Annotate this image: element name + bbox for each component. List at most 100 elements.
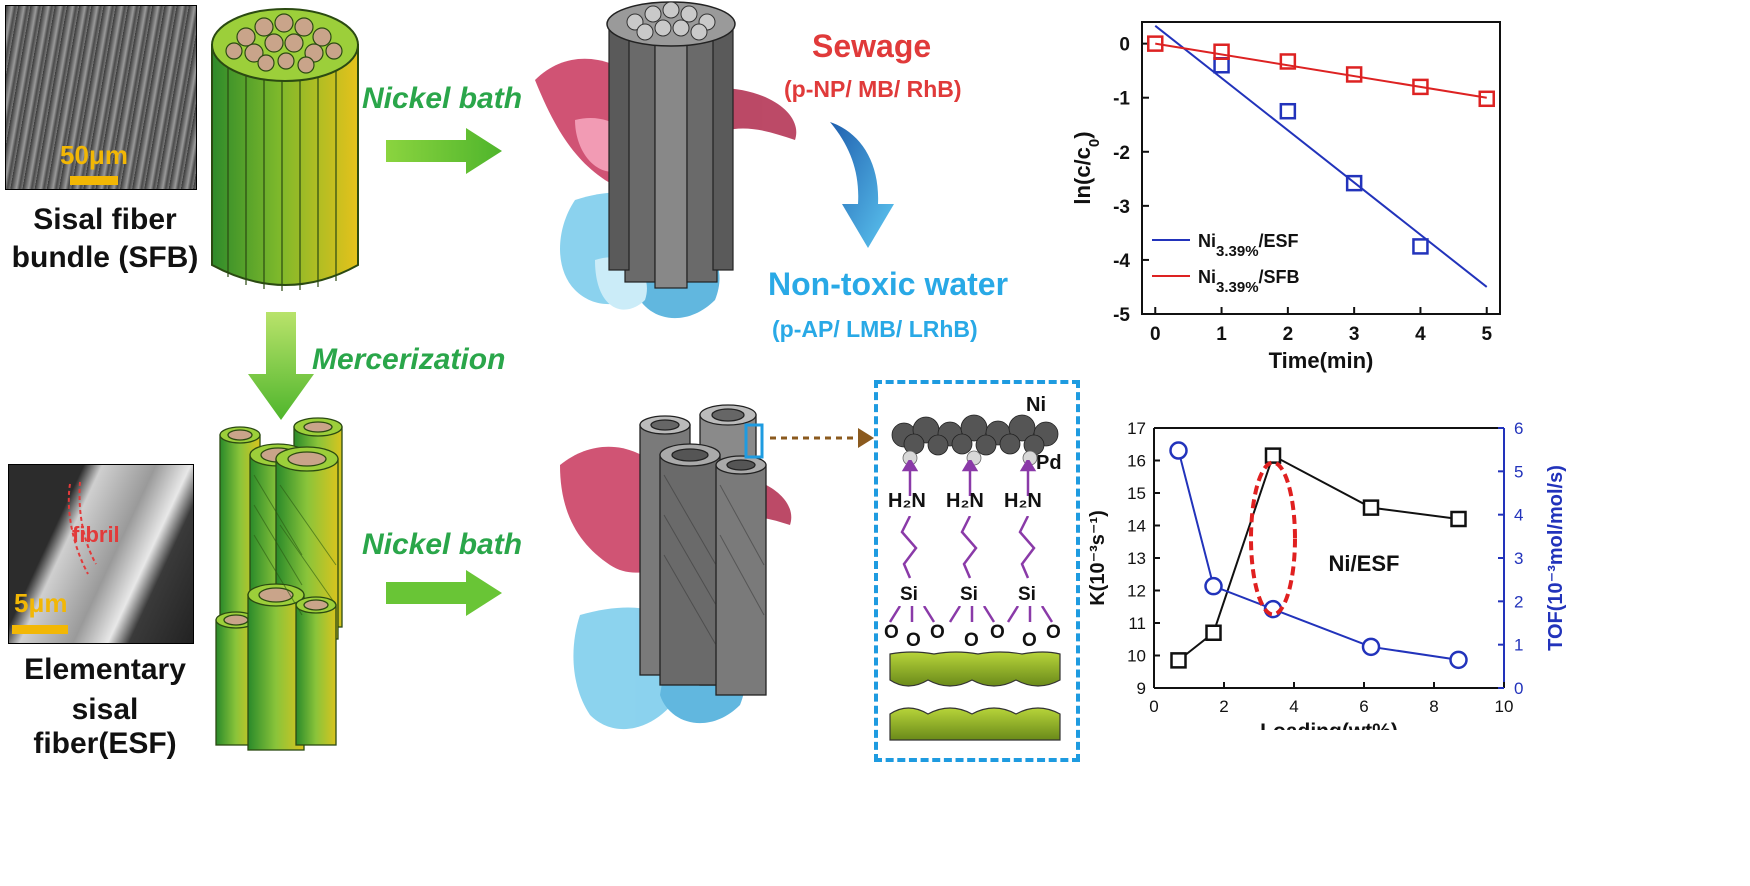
- y-right-tick-label: 0: [1514, 679, 1523, 698]
- y-tick-label: -2: [1113, 143, 1130, 164]
- x-tick-label: 8: [1429, 697, 1438, 716]
- data-point: [1204, 576, 1223, 596]
- si-label-3: Si: [1018, 584, 1036, 605]
- data-point: [1279, 102, 1297, 120]
- y-left-tick-label: 16: [1127, 452, 1146, 471]
- down-arrow-icon: [248, 312, 314, 420]
- o-label-6: O: [1022, 630, 1037, 651]
- nontoxic-title: Non-toxic water: [768, 266, 1009, 302]
- y-left-tick-label: 12: [1127, 582, 1146, 601]
- y-right-tick-label: 2: [1514, 592, 1523, 611]
- y-left-tick-label: 14: [1127, 517, 1146, 536]
- data-point: [1478, 90, 1495, 108]
- esf-label-2: sisal fiber(ESF): [33, 693, 177, 760]
- ni-label: Ni: [1026, 394, 1046, 416]
- esf-sem-image: [8, 464, 194, 644]
- plot-frame: [1141, 21, 1501, 315]
- y-tick-label: -3: [1113, 197, 1130, 218]
- nickel-fiber-splash-top: [535, 1, 797, 319]
- data-point: [1279, 53, 1297, 70]
- y-right-tick-label: 4: [1514, 506, 1523, 525]
- siloxane-bonds: [888, 606, 1054, 623]
- y-tick-label: 0: [1119, 35, 1130, 56]
- fibril-label: fibril: [72, 522, 120, 547]
- nickel-esf-splash-bottom: [560, 404, 792, 730]
- data-point: [1412, 78, 1429, 96]
- o-label-5: O: [990, 622, 1005, 643]
- legend-label: Ni3.39%/ESF: [1198, 231, 1299, 260]
- highlight-ellipse: [1249, 460, 1297, 617]
- zoom-connector-arrow: [770, 428, 874, 448]
- amine-label-2: H₂N: [946, 490, 984, 512]
- x-tick-label: 0: [1149, 697, 1158, 716]
- data-point: [1449, 650, 1468, 670]
- ni-pd-particle-layer: [891, 414, 1059, 466]
- y-axis-label: ln(c/c0): [1070, 131, 1103, 204]
- y-left-tick-label: 13: [1127, 549, 1146, 568]
- zoom-inset-panel: [874, 380, 1080, 762]
- nontoxic-subtitle: (p-AP/ LMB/ LRhB): [772, 316, 978, 342]
- fibril-outline: [67, 481, 97, 575]
- sfb-label-2: bundle (SFB): [11, 241, 199, 274]
- x-axis-label: Loading(wt%): [1260, 720, 1398, 730]
- data-point: [1345, 174, 1363, 192]
- data-point: [1361, 637, 1381, 657]
- x-tick-label: 1: [1216, 324, 1227, 345]
- y-right-axis-label: TOF(10⁻³mol/mol/s): [1545, 465, 1567, 651]
- esf-label-1: Elementary: [24, 653, 186, 686]
- o-label-7: O: [1046, 622, 1061, 643]
- y-left-axis-label: K(10⁻³s⁻¹): [1087, 510, 1109, 606]
- x-tick-label: 4: [1289, 697, 1298, 716]
- x-tick-label: 2: [1283, 324, 1294, 345]
- data-point: [1264, 447, 1282, 464]
- fiber-surface-layer: [889, 651, 1061, 741]
- fiber-bundle-illustration: [211, 8, 359, 291]
- x-tick-label: 2: [1219, 697, 1228, 716]
- curved-arrow-icon: [830, 122, 894, 248]
- data-point: [1345, 66, 1363, 83]
- y-right-tick-label: 3: [1514, 549, 1523, 568]
- esf-fibers-illustration: [215, 417, 343, 751]
- y-right-tick-label: 6: [1514, 419, 1523, 438]
- sfb-scale-bar: [70, 176, 118, 185]
- x-tick-label: 5: [1481, 324, 1492, 345]
- x-tick-label: 6: [1359, 697, 1368, 716]
- sfb-scale-label: 50μm: [60, 140, 128, 170]
- x-axis-label: Time(min): [1269, 348, 1374, 373]
- data-point: [1170, 652, 1187, 669]
- o-label-3: O: [930, 622, 945, 643]
- data-point: [1362, 499, 1380, 516]
- y-right-tick-label: 5: [1514, 462, 1523, 481]
- mercerization-label: Mercerization: [312, 343, 506, 376]
- o-label-4: O: [964, 630, 979, 651]
- right-arrow-icon-bottom: [386, 570, 502, 616]
- fit-line: [1154, 24, 1488, 288]
- nickel-bath-label-top: Nickel bath: [362, 82, 523, 115]
- sewage-subtitle: (p-NP/ MB/ RhB): [784, 76, 962, 102]
- y-left-tick-label: 10: [1127, 647, 1146, 666]
- propyl-chain-links: [900, 516, 1036, 579]
- x-tick-label: 4: [1415, 324, 1426, 345]
- amine-label-3: H₂N: [1004, 490, 1042, 512]
- sewage-title: Sewage: [812, 28, 932, 64]
- si-label-2: Si: [960, 584, 978, 605]
- data-point: [1412, 238, 1429, 255]
- data-point: [1147, 35, 1164, 52]
- data-point: [1213, 57, 1230, 74]
- y-left-tick-label: 9: [1137, 679, 1146, 698]
- data-point: [1213, 43, 1230, 60]
- fit-line: [1155, 42, 1487, 99]
- y-left-tick-label: 15: [1127, 484, 1146, 503]
- data-point: [1450, 510, 1467, 528]
- si-label-1: Si: [900, 584, 918, 605]
- sfb-label-1: Sisal fiber: [33, 203, 177, 236]
- y-tick-label: -4: [1113, 251, 1130, 272]
- sfb-sem-image: [5, 5, 197, 190]
- right-arrow-icon-top: [386, 128, 502, 174]
- y-left-tick-label: 17: [1127, 419, 1146, 438]
- data-point: [1205, 624, 1222, 641]
- y-tick-label: -1: [1113, 89, 1130, 110]
- pd-label: Pd: [1036, 452, 1062, 474]
- o-label-2: O: [906, 630, 921, 651]
- loading-rate-chart: 0246810910111213141516170123456Loading(w…: [1087, 419, 1567, 730]
